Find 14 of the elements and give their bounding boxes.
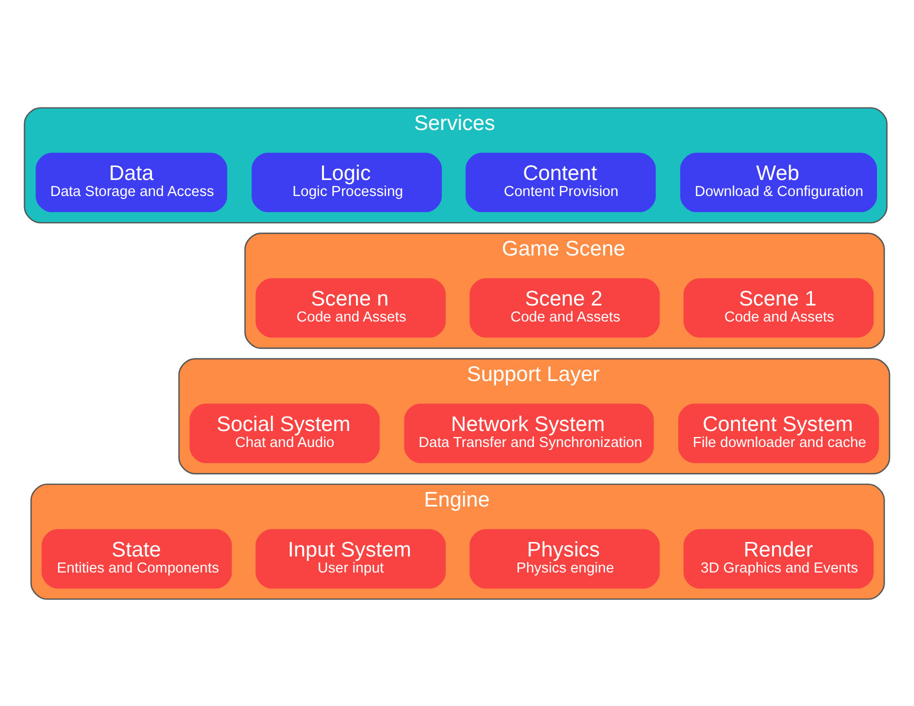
- node-box: Network System Data Transfer and Synchronization: [404, 403, 654, 463]
- node-box: Logic Logic Processing: [252, 152, 442, 212]
- node-box: Input System User input: [256, 528, 446, 588]
- node-box: Content Content Provision: [466, 152, 656, 212]
- node-box: Data Data Storage and Access: [36, 152, 228, 212]
- node-box: Physics Physics engine: [470, 528, 660, 588]
- node-box: State Entities and Components: [42, 528, 232, 588]
- node-box: Social System Chat and Audio: [190, 403, 380, 463]
- node-box: Web Download & Configuration: [680, 152, 877, 212]
- node-box: Scene n Code and Assets: [256, 278, 446, 338]
- node-box: Content System File downloader and cache: [678, 403, 879, 463]
- node-box: Render 3D Graphics and Events: [684, 528, 874, 588]
- node-box: Scene 1 Code and Assets: [684, 278, 874, 338]
- node-box: Scene 2 Code and Assets: [470, 278, 660, 338]
